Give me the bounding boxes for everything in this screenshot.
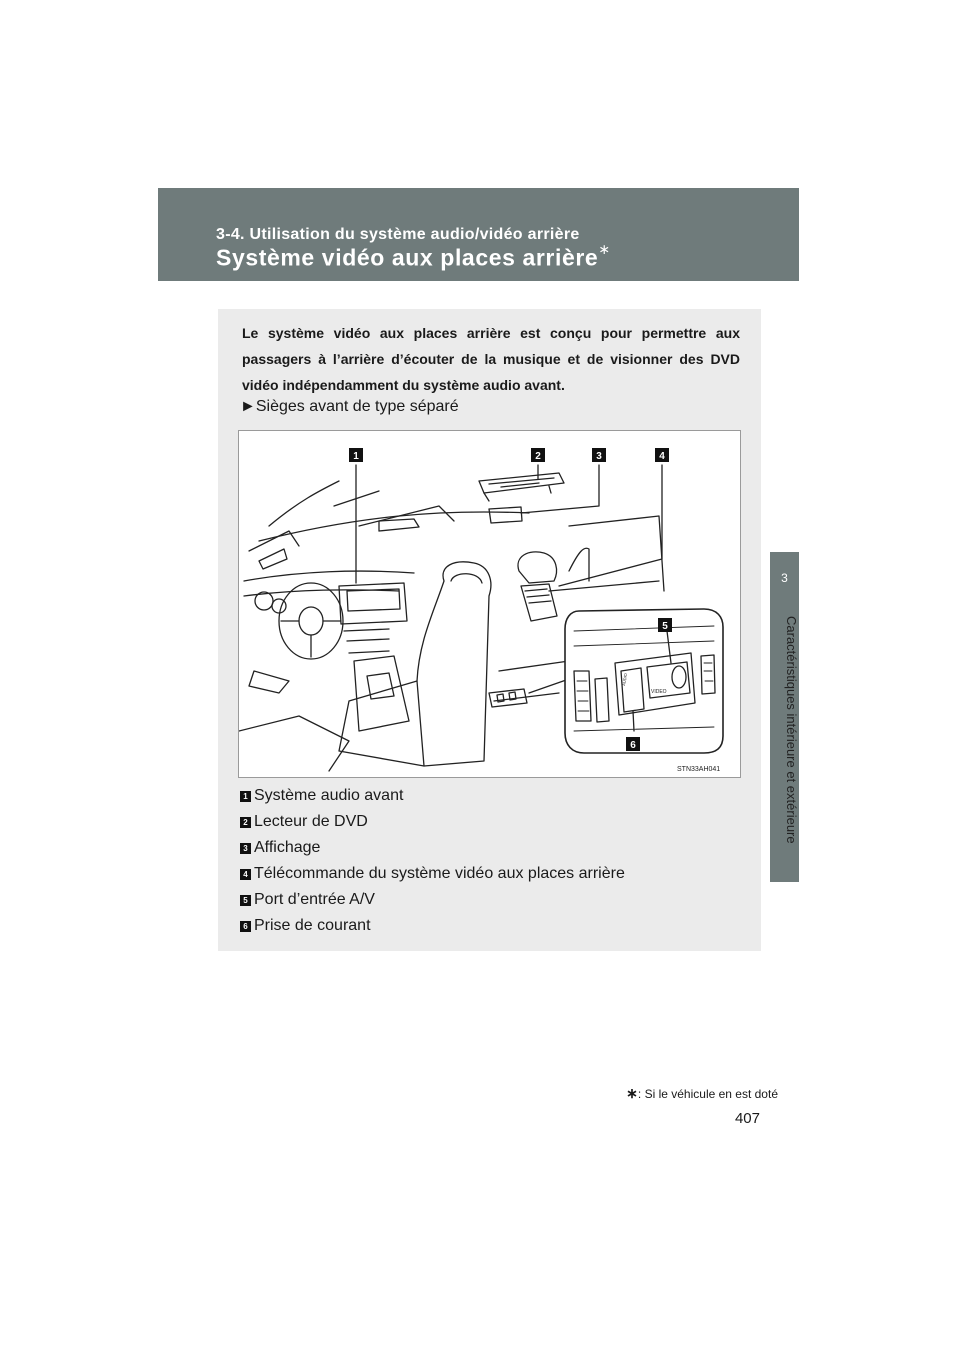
callout-3: 3 xyxy=(592,448,606,462)
callout-5: 5 xyxy=(658,618,672,632)
callout-2: 2 xyxy=(531,448,545,462)
footnote-star: ∗ xyxy=(626,1085,638,1101)
svg-text:4: 4 xyxy=(659,451,665,462)
page-title-text: Système vidéo aux places arrière xyxy=(216,244,599,271)
legend-text: Prise de courant xyxy=(254,917,371,934)
seat-type-bullet: ►Sièges avant de type séparé xyxy=(240,398,459,415)
svg-text:5: 5 xyxy=(662,621,668,632)
page-title: Système vidéo aux places arrière∗ xyxy=(216,241,611,272)
legend-number: 6 xyxy=(240,920,251,932)
page-number: 407 xyxy=(734,1110,760,1127)
legend-text: Port d’entrée A/V xyxy=(254,891,375,908)
legend-number: 2 xyxy=(240,816,251,828)
legend-text: Affichage xyxy=(254,839,321,856)
svg-text:3: 3 xyxy=(596,451,602,462)
svg-text:2: 2 xyxy=(535,451,541,462)
intro-paragraph: Le système vidéo aux places arrière est … xyxy=(242,325,740,393)
legend-number: 1 xyxy=(240,790,251,802)
optional-equipment-mark: ∗ xyxy=(598,241,611,257)
audio-port-label: AUDIO xyxy=(621,673,628,686)
legend-number: 5 xyxy=(240,894,251,906)
footnote: ∗: Si le véhicule en est doté xyxy=(582,1085,778,1102)
callout-6: 6 xyxy=(626,737,640,751)
chapter-tab xyxy=(770,552,799,882)
chapter-number: 3 xyxy=(781,571,788,585)
legend-number: 4 xyxy=(240,868,251,880)
svg-text:1: 1 xyxy=(353,451,359,462)
rear-seat-video-illustration: STN33AH041 VIDEO AUDIO 1 2 3 4 5 6 xyxy=(238,430,741,778)
legend-text: Système audio avant xyxy=(254,787,404,804)
footnote-text: : Si le véhicule en est doté xyxy=(637,1087,778,1101)
svg-text:6: 6 xyxy=(630,740,636,751)
legend-text: Lecteur de DVD xyxy=(254,813,368,830)
callout-1: 1 xyxy=(349,448,363,462)
section-header: 3-4. Utilisation du système audio/vidéo … xyxy=(158,188,799,281)
callout-4: 4 xyxy=(655,448,669,462)
legend-number: 3 xyxy=(240,842,251,854)
figure-code: STN33AH041 xyxy=(677,766,720,773)
video-port-label: VIDEO xyxy=(651,689,667,695)
chapter-title: Caractéristiques intérieure et extérieur… xyxy=(784,616,799,844)
vehicle-interior-drawing: STN33AH041 VIDEO AUDIO 1 2 3 4 5 6 xyxy=(239,448,724,773)
section-subtitle: 3-4. Utilisation du système audio/vidéo … xyxy=(216,226,580,243)
legend-text: Télécommande du système vidéo aux places… xyxy=(254,865,625,882)
